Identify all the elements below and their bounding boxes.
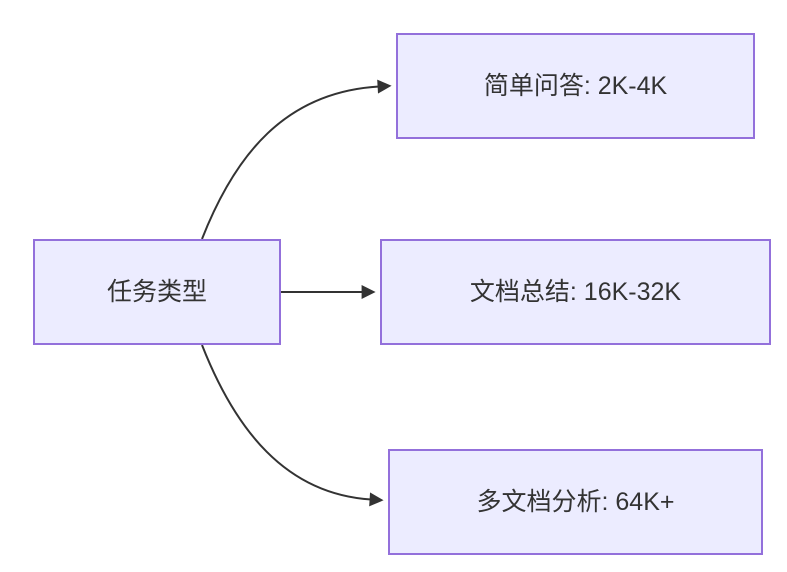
node-doc-summary-label: 文档总结: 16K-32K xyxy=(469,278,682,306)
node-doc-summary: 文档总结: 16K-32K xyxy=(380,239,771,345)
node-task-type: 任务类型 xyxy=(33,239,281,345)
node-simple-qa-label: 简单问答: 2K-4K xyxy=(483,72,668,100)
node-simple-qa: 简单问答: 2K-4K xyxy=(396,33,755,139)
edge-root-to-multi-doc xyxy=(201,344,384,507)
node-task-type-label: 任务类型 xyxy=(106,278,207,306)
edge-root-to-simple-qa xyxy=(201,79,392,240)
node-multi-doc-label: 多文档分析: 64K+ xyxy=(476,488,675,516)
node-multi-doc: 多文档分析: 64K+ xyxy=(388,449,763,555)
